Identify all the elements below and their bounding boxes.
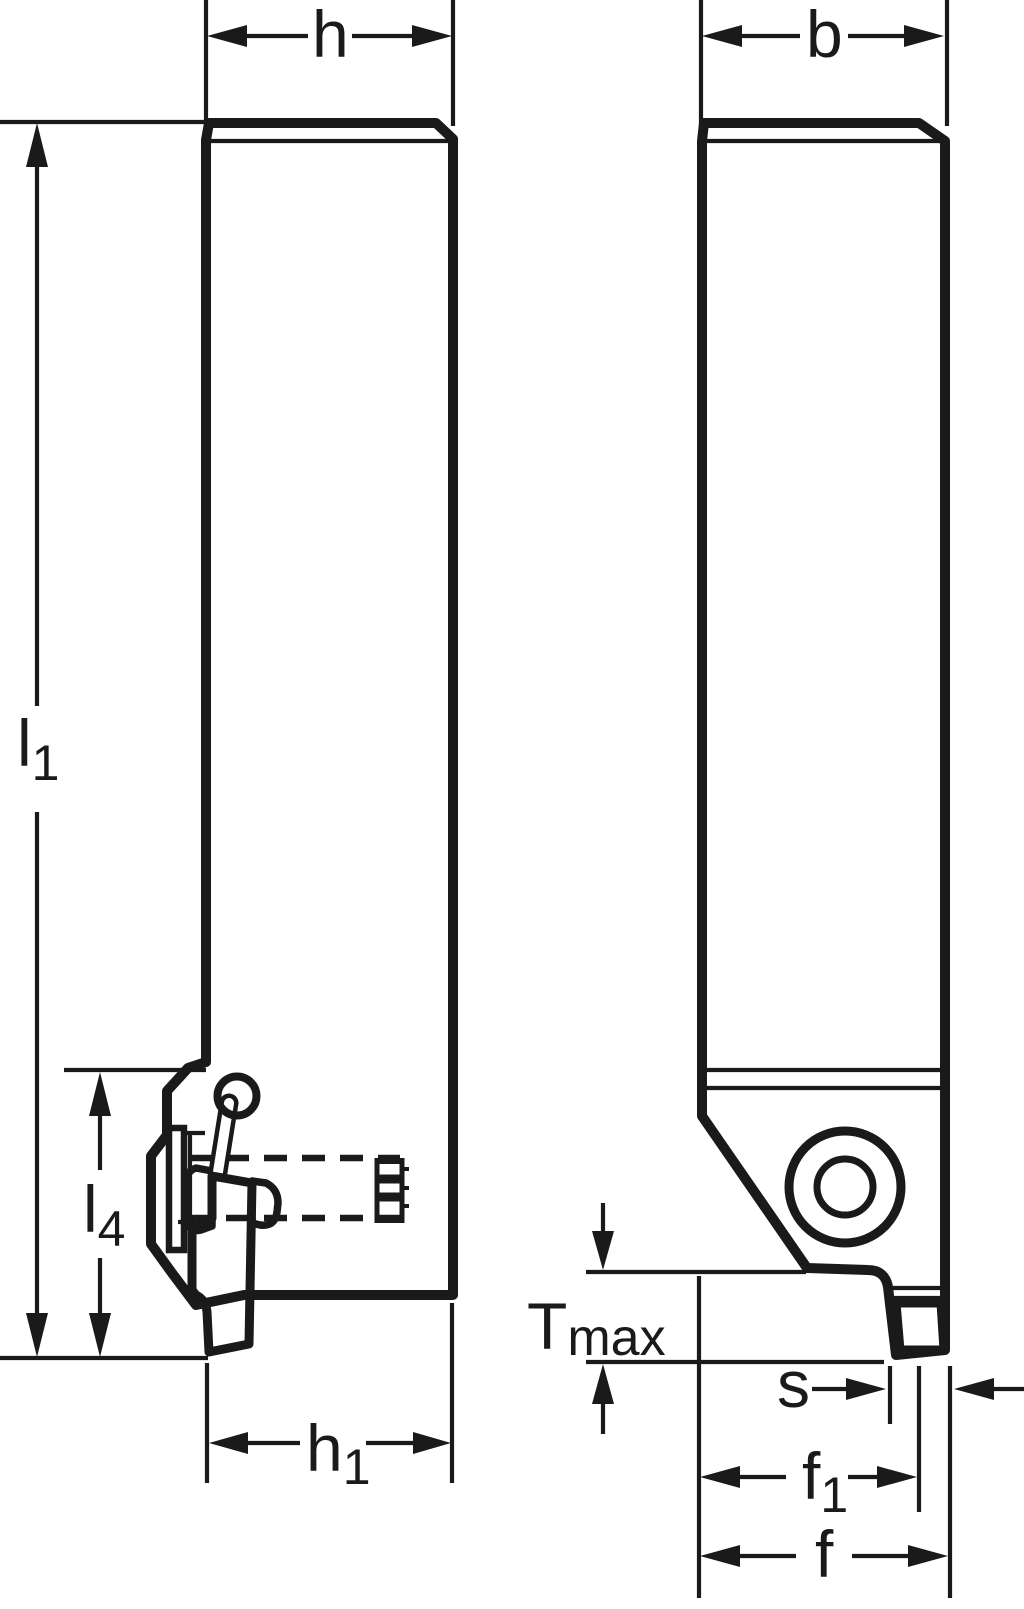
dimension-h: h xyxy=(203,0,456,126)
front-view xyxy=(697,118,950,1360)
l1-label: l1 xyxy=(17,706,59,791)
dimension-b: b xyxy=(698,0,950,126)
h-arrow-left xyxy=(207,25,247,47)
side-view xyxy=(146,118,458,1357)
f-arrow-right xyxy=(908,1545,948,1567)
f1-arrow-left xyxy=(700,1466,740,1488)
h-arrow-right xyxy=(412,25,452,47)
f-arrow-left xyxy=(700,1545,740,1567)
s-arrow-right xyxy=(954,1378,994,1400)
l4-arrow-down xyxy=(89,1313,111,1357)
tmax-label: Tmax xyxy=(527,1289,666,1367)
h-label: h xyxy=(312,0,349,71)
insert-blade-side xyxy=(187,1171,257,1357)
dimension-h1: h1 xyxy=(204,1303,455,1495)
clamp-finger-right xyxy=(248,1177,282,1229)
tmax-arrow-up xyxy=(592,1364,614,1404)
s-arrow-left xyxy=(846,1378,886,1400)
f1-label: f1 xyxy=(802,1439,848,1523)
dimension-tmax: Tmax xyxy=(527,1203,884,1434)
b-label: b xyxy=(806,0,843,71)
side-view-shank-body xyxy=(146,118,458,1310)
dimension-f: f xyxy=(700,1366,953,1598)
l4-label: l4 xyxy=(83,1172,125,1257)
tmax-arrow-down xyxy=(592,1231,614,1270)
insert-front xyxy=(891,1298,949,1355)
s-label: s xyxy=(777,1347,810,1421)
l1-arrow-down xyxy=(26,1313,48,1357)
clamp-lever-knob xyxy=(213,1072,261,1120)
dimension-s: s xyxy=(777,1347,1024,1424)
dimension-l4: l4 xyxy=(64,1067,206,1357)
b-arrow-left xyxy=(702,25,742,47)
h1-arrow-right xyxy=(413,1432,451,1454)
clamp-screw-socket xyxy=(813,1155,877,1219)
f-label: f xyxy=(815,1517,834,1591)
b-arrow-right xyxy=(904,25,944,47)
h1-arrow-left xyxy=(209,1432,248,1454)
dimension-l1: l1 xyxy=(0,119,208,1361)
clamp-screw-head xyxy=(784,1126,906,1248)
h1-label: h1 xyxy=(306,1411,371,1495)
l4-arrow-up xyxy=(89,1072,111,1116)
l1-arrow-up xyxy=(26,123,48,167)
f1-arrow-right xyxy=(877,1466,917,1488)
set-screw-symbol xyxy=(374,1158,409,1223)
dimension-f1: f1 xyxy=(696,1276,922,1598)
